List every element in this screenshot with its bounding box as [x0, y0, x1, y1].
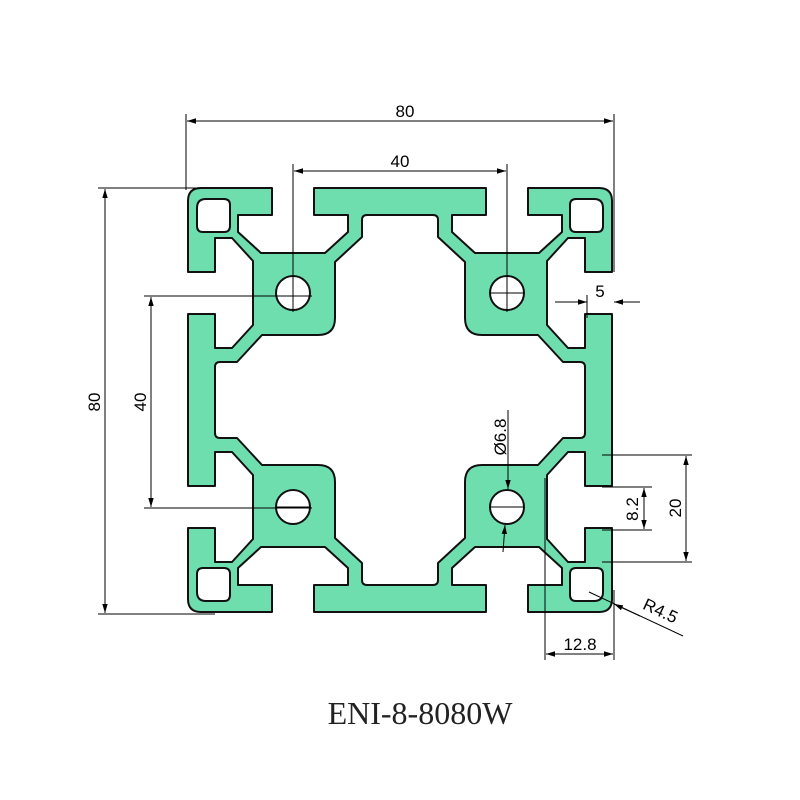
dim-overall-width: 80: [396, 102, 415, 121]
dim-slot-opening: 8.2: [623, 497, 642, 521]
dim-wall-thickness: 5: [595, 282, 604, 301]
dim-corner-width: 12.8: [563, 635, 596, 654]
dim-overall-height: 80: [85, 393, 104, 412]
dimension-lines: [98, 114, 692, 660]
aluminum-profile: [187, 187, 613, 613]
dim-slot-depth: 20: [666, 499, 685, 518]
dim-hole-diameter: Ø6.8: [491, 419, 510, 456]
dim-hole-spacing-horizontal: 40: [391, 152, 410, 171]
profile-title: ENI-8-8080W: [328, 695, 514, 731]
dim-corner-radius: R4.5: [640, 595, 681, 627]
dim-hole-spacing-vertical: 40: [131, 393, 150, 412]
